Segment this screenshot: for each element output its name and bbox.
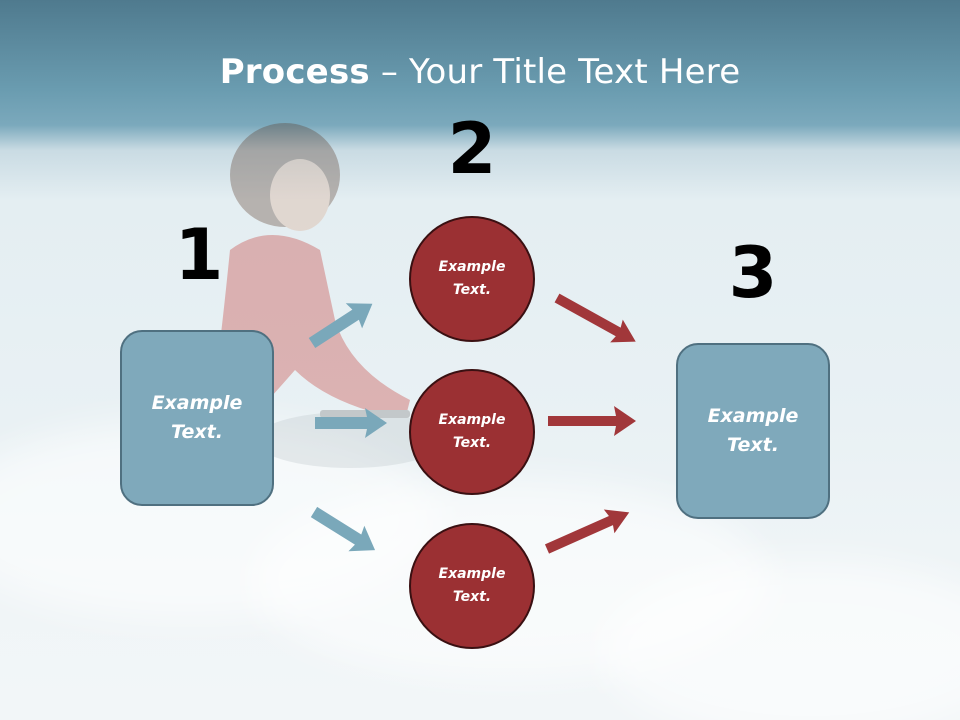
circle-middle: Example Text. [409,369,535,495]
circle-top-text: Example Text. [438,259,506,298]
title-bold: Process [219,52,370,92]
red-arrow-up [544,509,630,554]
blue-arrow-down [310,506,376,552]
circle-middle-text: Example Text. [438,412,506,451]
right-process-box: Example Text. [676,343,830,519]
red-arrow-right [548,406,636,436]
red-arrow-down [554,293,636,343]
right-box-text: Example Text. [707,405,799,456]
slide-title: Process – Your Title Text Here [0,52,960,92]
step-number-2: 2 [447,108,497,190]
blue-arrow-up [308,303,373,349]
cloud-shape [600,560,960,720]
title-rest: – Your Title Text Here [369,52,741,92]
step-number-1: 1 [174,214,224,296]
blue-arrow-right [315,408,387,438]
left-process-box: Example Text. [120,330,274,506]
circle-bottom: Example Text. [409,523,535,649]
step-number-3: 3 [728,232,778,314]
left-box-text: Example Text. [151,392,243,443]
circle-top: Example Text. [409,216,535,342]
circle-bottom-text: Example Text. [438,566,506,605]
